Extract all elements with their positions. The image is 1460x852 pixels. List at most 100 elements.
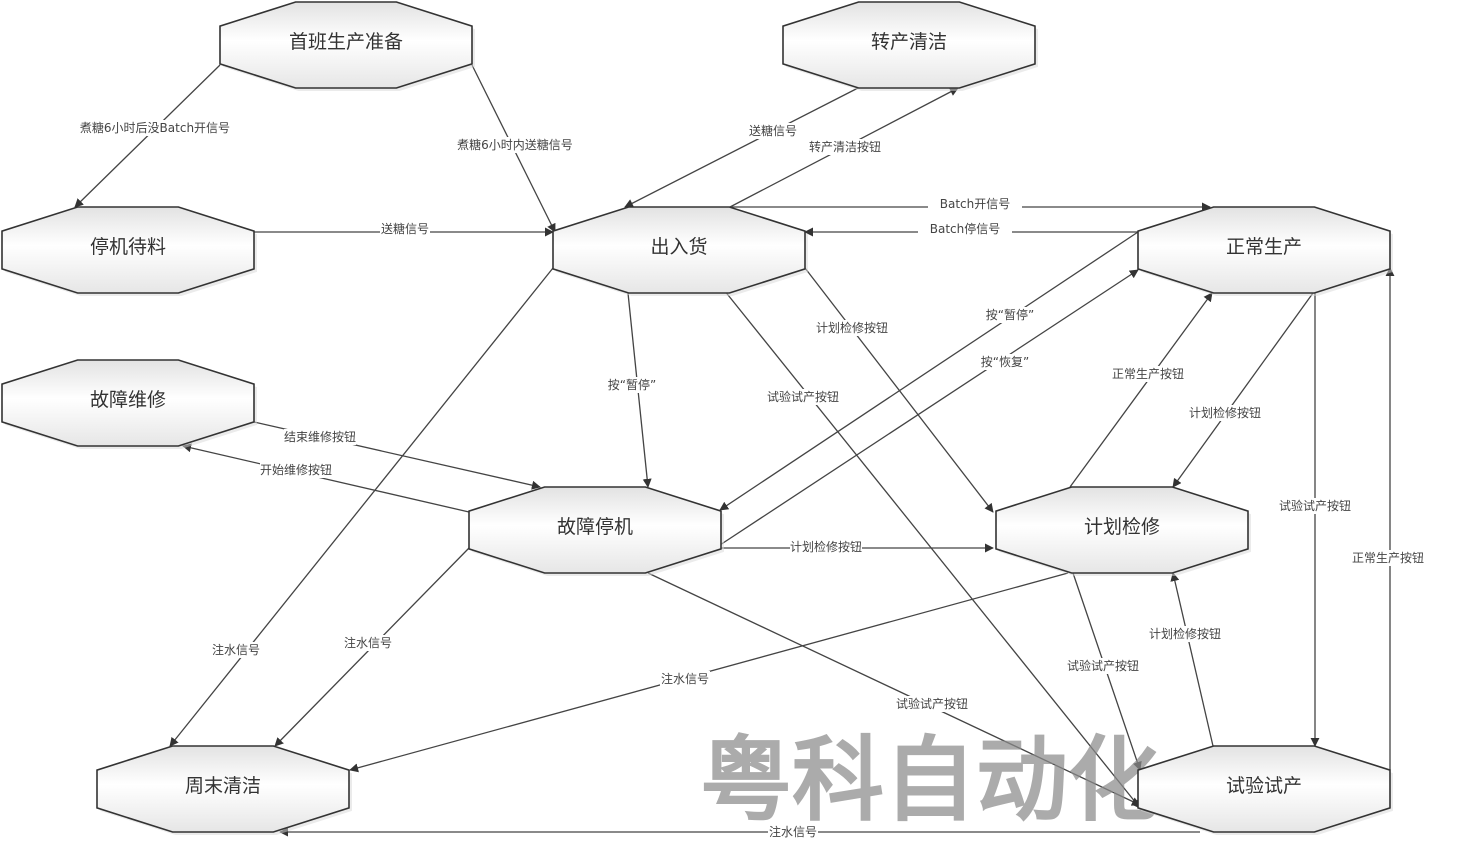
node-churu[interactable]: 出入货: [552, 206, 808, 296]
label-background: [896, 696, 968, 712]
edge-arrow: [169, 267, 554, 747]
edge-label-text: 计划检修按钮: [1149, 626, 1221, 641]
node-zhengchang[interactable]: 正常生产: [1137, 206, 1393, 296]
label-background: [790, 539, 862, 555]
arrow-line: [169, 267, 554, 747]
node-guzhangtingji[interactable]: 故障停机: [468, 486, 724, 576]
edge-label-text: 转产清洁按钮: [809, 139, 881, 154]
label-background: [260, 462, 332, 478]
label-background: [211, 642, 261, 658]
arrow-line: [647, 572, 1141, 806]
edge-arrow: [719, 231, 1139, 511]
edge-label-text: 试验试产按钮: [1067, 658, 1139, 673]
octagon-shape: [96, 745, 350, 833]
edge-label-text: 计划检修按钮: [816, 320, 888, 335]
edge-label: 计划检修按钮: [790, 539, 862, 555]
edge-label-text: 计划检修按钮: [1189, 405, 1261, 420]
edge-label: 注水信号: [343, 635, 393, 651]
octagon-shape: [219, 1, 473, 89]
edge-label: 试验试产按钮: [1279, 498, 1351, 514]
edge-label-text: 送糖信号: [381, 221, 429, 236]
label-background: [1279, 498, 1351, 514]
arrow-line: [719, 269, 1139, 546]
node-zhuanchan[interactable]: 转产清洁: [782, 1, 1038, 91]
label-background: [974, 354, 1036, 370]
label-background: [748, 123, 798, 139]
octagon-shape: [1, 206, 255, 294]
edge-label: 正常生产按钮: [1112, 366, 1184, 382]
label-background: [809, 139, 881, 155]
label-background: [457, 137, 573, 153]
label-background: [918, 221, 1012, 237]
node-label: 试验试产: [1226, 775, 1302, 797]
label-background: [1112, 366, 1184, 382]
arrow-line: [723, 289, 1141, 809]
edge-label: 计划检修按钮: [816, 320, 888, 336]
edge-label: 结束维修按钮: [284, 429, 356, 445]
octagon-shape: [1, 359, 255, 447]
arrow-line: [1172, 292, 1314, 488]
label-background: [1067, 658, 1139, 674]
node-shiyan[interactable]: 试验试产: [1137, 745, 1393, 835]
label-background: [660, 671, 710, 687]
label-background: [284, 429, 356, 445]
octagon-shape: [552, 206, 806, 294]
edge-label-text: 按“暂停”: [986, 307, 1034, 322]
edge-label: 送糖信号: [380, 221, 430, 237]
arrow-line: [1069, 292, 1213, 488]
edge-label-text: 注水信号: [344, 635, 392, 650]
edge-label: 正常生产按钮: [1352, 550, 1424, 566]
edge-arrow: [723, 289, 1141, 809]
node-zhoumo[interactable]: 周末清洁: [96, 745, 352, 835]
edge-label: 试验试产按钮: [767, 389, 839, 405]
edge-label: 煮糖6小时内送糖信号: [457, 137, 573, 153]
edge-label-text: 正常生产按钮: [1352, 550, 1424, 565]
arrow-line: [719, 231, 1139, 511]
edge-label: 计划检修按钮: [1149, 626, 1221, 642]
edge-label: 转产清洁按钮: [809, 139, 881, 155]
label-background: [768, 824, 818, 840]
label-background: [69, 120, 241, 136]
node-label: 正常生产: [1226, 236, 1302, 258]
edge-label: Batch开信号: [928, 196, 1022, 212]
octagon-shape: [1137, 206, 1391, 294]
node-guzhangweixiu[interactable]: 故障维修: [1, 359, 257, 449]
edge-arrow: [647, 572, 1141, 806]
node-label: 故障维修: [90, 389, 166, 411]
node-label: 故障停机: [557, 516, 633, 538]
edge-label: 试验试产按钮: [1067, 658, 1139, 674]
edge-label: 按“暂停”: [979, 307, 1041, 323]
label-background: [816, 320, 888, 336]
edge-label: 注水信号: [768, 824, 818, 840]
edge-label: 注水信号: [211, 642, 261, 658]
node-label: 首班生产准备: [289, 31, 403, 53]
edge-label-text: 送糖信号: [749, 123, 797, 138]
edge-label-text: 开始维修按钮: [260, 462, 332, 477]
label-background: [1189, 405, 1261, 421]
arrow-line: [182, 443, 470, 513]
arrow-line: [1170, 572, 1214, 747]
edge-label-text: 结束维修按钮: [284, 429, 356, 444]
edge-label-text: 煮糖6小时内送糖信号: [457, 137, 573, 152]
label-background: [928, 196, 1022, 212]
edge-label: 开始维修按钮: [260, 462, 332, 478]
arrow-line: [624, 87, 859, 208]
node-tingji[interactable]: 停机待料: [1, 206, 257, 296]
edge-arrow: [1172, 292, 1314, 488]
node-label: 计划检修: [1084, 516, 1160, 538]
edge-label: 按“恢复”: [974, 354, 1036, 370]
edge-label: 按“暂停”: [601, 377, 663, 393]
label-background: [601, 377, 663, 393]
edge-label-text: 试验试产按钮: [1279, 498, 1351, 513]
edge-label-text: 注水信号: [661, 671, 709, 686]
label-background: [1352, 550, 1424, 566]
edge-arrow: [182, 443, 470, 513]
edge-label: 煮糖6小时后没Batch开信号: [69, 120, 241, 136]
node-label: 出入货: [650, 236, 707, 258]
node-jihua[interactable]: 计划检修: [995, 486, 1251, 576]
node-label: 转产清洁: [871, 31, 947, 53]
edge-label-text: 试验试产按钮: [896, 696, 968, 711]
node-shouban[interactable]: 首班生产准备: [219, 1, 475, 91]
edge-label-text: 正常生产按钮: [1112, 366, 1184, 381]
